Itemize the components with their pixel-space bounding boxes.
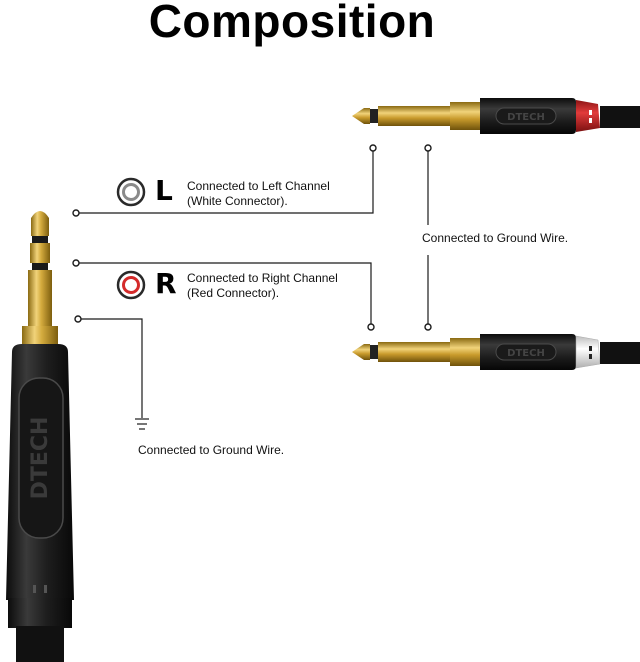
top-plug-red: DTECH (352, 98, 640, 134)
right-channel-label-line1: Connected to Right Channel (187, 271, 338, 285)
top-plug-red-dot-2 (589, 118, 592, 123)
top-plug-brand-mark: DTECH (507, 112, 545, 123)
aux-tip (31, 211, 49, 236)
top-plug-tip (352, 108, 370, 124)
top-plug-cable (600, 106, 640, 128)
left-channel-label-line1: Connected to Left Channel (187, 179, 330, 193)
top-plug-logo-panel (495, 107, 557, 125)
left-ground-line (78, 318, 143, 418)
endpoint-ground-aux (74, 315, 82, 323)
wiring-lines (76, 148, 429, 430)
left-channel-line (76, 148, 374, 214)
bottom-plug-white: DTECH (352, 334, 640, 370)
aux-grip-panel (18, 377, 64, 539)
bottom-plug-brand-mark: DTECH (507, 348, 545, 359)
top-plug-insulator (370, 109, 378, 123)
left-channel-label-line2: (White Connector). (187, 194, 288, 208)
aux-plug: DTECH (6, 211, 74, 662)
top-plug-collar (450, 102, 480, 130)
aux-vent-1 (33, 585, 36, 593)
endpoint-left-aux (72, 209, 80, 217)
bottom-plug-cable (600, 342, 640, 364)
bottom-plug-white-band (575, 335, 601, 369)
top-plug-red-band (576, 100, 600, 132)
right-channel-label-line2: (Red Connector). (187, 286, 280, 300)
aux-strain-relief (8, 598, 72, 628)
aux-ring (30, 243, 50, 263)
bottom-plug-white-dot-2 (589, 354, 592, 359)
aux-cable (16, 626, 64, 662)
bottom-plug-shaft (378, 342, 450, 362)
aux-vent-2 (44, 585, 47, 593)
ground-label-left: Connected to Ground Wire. (138, 443, 285, 457)
top-plug-shaft (378, 106, 450, 126)
left-channel-ring-icon (116, 177, 146, 207)
bottom-plug-white-dot-1 (589, 346, 592, 351)
aux-collar (22, 326, 58, 344)
bottom-plug-tip (352, 344, 370, 360)
right-channel-ring-icon (116, 270, 146, 300)
right-channel-letter: R (155, 267, 177, 300)
left-channel-letter: L (155, 174, 173, 207)
right-channel-line (76, 262, 372, 327)
aux-ring-insulator-1 (32, 236, 48, 243)
top-plug-red-dot-1 (589, 110, 592, 115)
ground-label-right: Connected to Ground Wire. (422, 231, 569, 245)
aux-sleeve (28, 270, 52, 328)
bottom-plug-logo-panel (495, 343, 557, 361)
endpoint-ground-bottom-plug (424, 323, 432, 331)
endpoint-right-bottom-plug (367, 323, 375, 331)
page-title: Composition (148, 0, 436, 47)
bottom-plug-collar (450, 338, 480, 366)
bottom-plug-insulator (370, 345, 378, 359)
aux-brand-mark: DTECH (28, 417, 53, 500)
endpoint-ground-top-plug (424, 144, 432, 152)
wiring-endpoints (72, 144, 432, 331)
endpoint-right-aux (72, 259, 80, 267)
aux-ring-insulator-2 (32, 263, 48, 270)
endpoint-left-top-plug (369, 144, 377, 152)
